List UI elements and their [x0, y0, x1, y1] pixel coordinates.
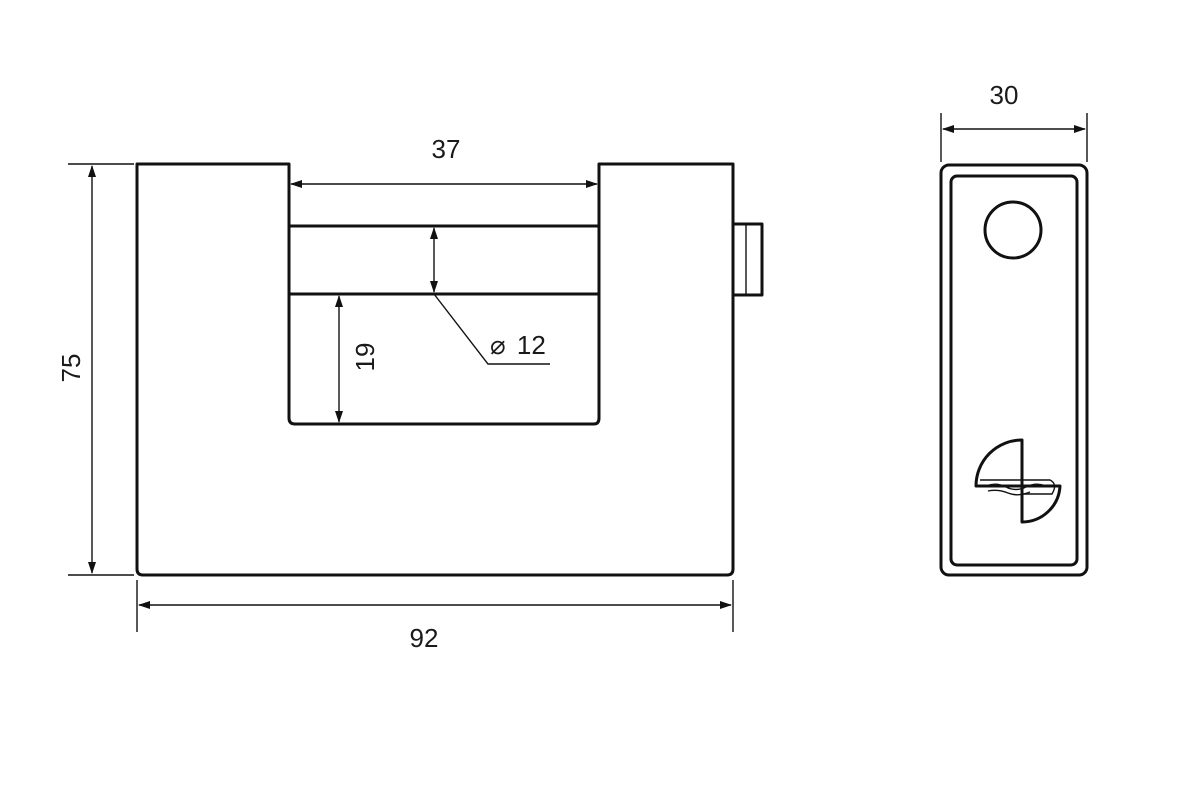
shackle-gap-dimension: 37 — [290, 134, 598, 188]
shackle-diameter-label: ⌀ 12 — [490, 330, 546, 360]
shackle-hole-circle — [983, 200, 1043, 260]
front-view — [135, 162, 764, 577]
shackle-diameter-dimension: ⌀ 12 — [430, 227, 550, 365]
width-dimension: 92 — [136, 580, 734, 653]
keyhole-icon — [974, 438, 1062, 524]
side-outer-outline — [939, 163, 1089, 577]
shackle-opening-label: 19 — [350, 343, 380, 372]
overall-height-label: 75 — [56, 354, 86, 383]
lock-body-outline — [135, 162, 735, 577]
shackle-opening-dimension: 19 — [335, 295, 380, 423]
side-depth-label: 30 — [990, 80, 1019, 110]
side-inner-outline — [949, 174, 1079, 567]
overall-width-label: 92 — [410, 623, 439, 653]
diameter-value: 12 — [517, 330, 546, 360]
side-depth-dimension: 30 — [940, 80, 1088, 162]
latch-nub — [733, 222, 764, 297]
shackle-gap-label: 37 — [432, 134, 461, 164]
height-dimension: 75 — [56, 163, 134, 576]
side-view — [939, 163, 1089, 577]
diameter-symbol: ⌀ — [490, 330, 506, 360]
